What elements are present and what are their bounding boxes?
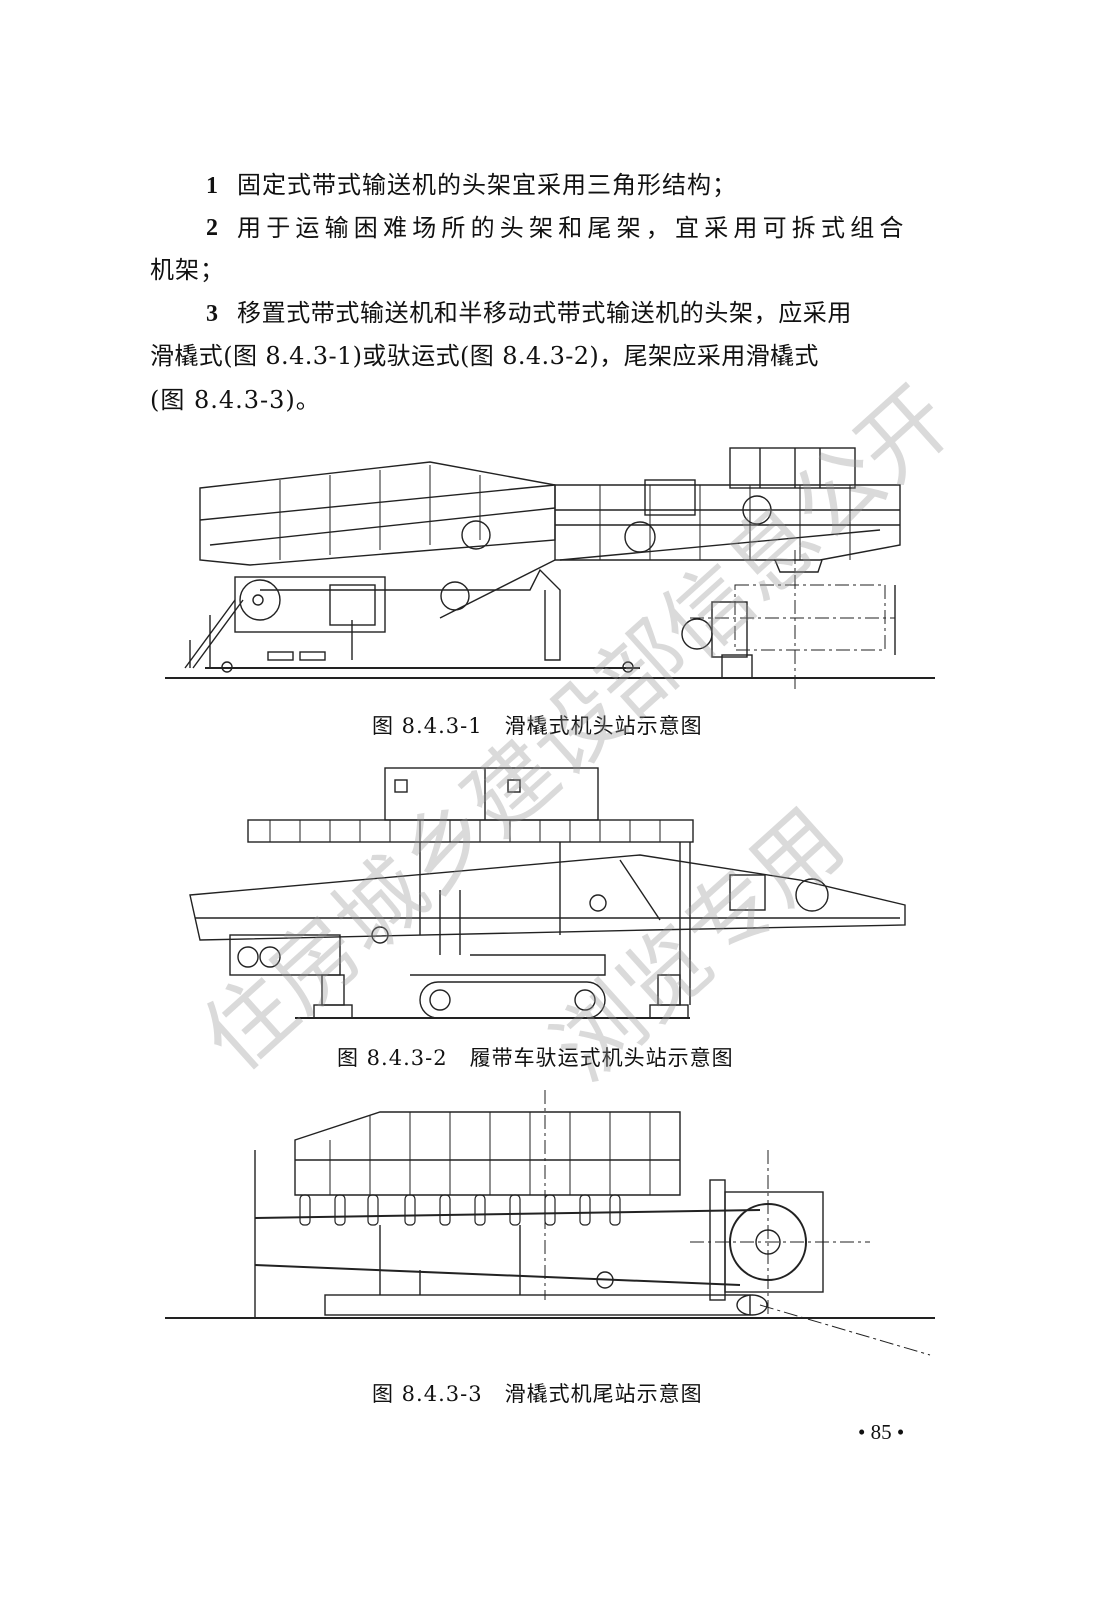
item-number: 1 (206, 173, 219, 199)
paragraph-3-cont: 滑橇式(图 8.4.3-1)或驮运式(图 8.4.3-2)，尾架应采用滑橇式 (150, 342, 819, 370)
paragraph-3-cont2: (图 8.4.3-3)。 (150, 386, 321, 414)
paragraph-text: 用于运输困难场所的头架和尾架，宜采用可拆式组合 (237, 214, 909, 242)
figure-3-caption: 图 8.4.3-3 滑橇式机尾站示意图 (372, 1382, 703, 1406)
figure-2-drawing (189, 767, 906, 1019)
page-number: • 85 • (858, 1420, 905, 1444)
paragraph-2: 2 用于运输困难场所的头架和尾架，宜采用可拆式组合 (206, 213, 948, 243)
figure-2-caption: 图 8.4.3-2 履带车驮运式机头站示意图 (337, 1046, 734, 1070)
figure-1-drawing (165, 447, 935, 690)
figure-3-drawing (165, 1090, 935, 1356)
figure-1-caption: 图 8.4.3-1 滑橇式机头站示意图 (372, 714, 703, 738)
paragraph-3: 3 移置式带式输送机和半移动式带式输送机的头架，应采用 (206, 298, 852, 329)
paragraph-2-cont: 机架； (150, 256, 225, 284)
paragraph-text: 固定式带式输送机的头架宜采用三角形结构； (237, 171, 737, 199)
paragraph-text: 移置式带式输送机和半移动式带式输送机的头架，应采用 (237, 299, 852, 327)
paragraph-1: 1 固定式带式输送机的头架宜采用三角形结构； (206, 170, 737, 201)
item-number: 3 (206, 301, 219, 327)
item-number: 2 (206, 215, 219, 241)
